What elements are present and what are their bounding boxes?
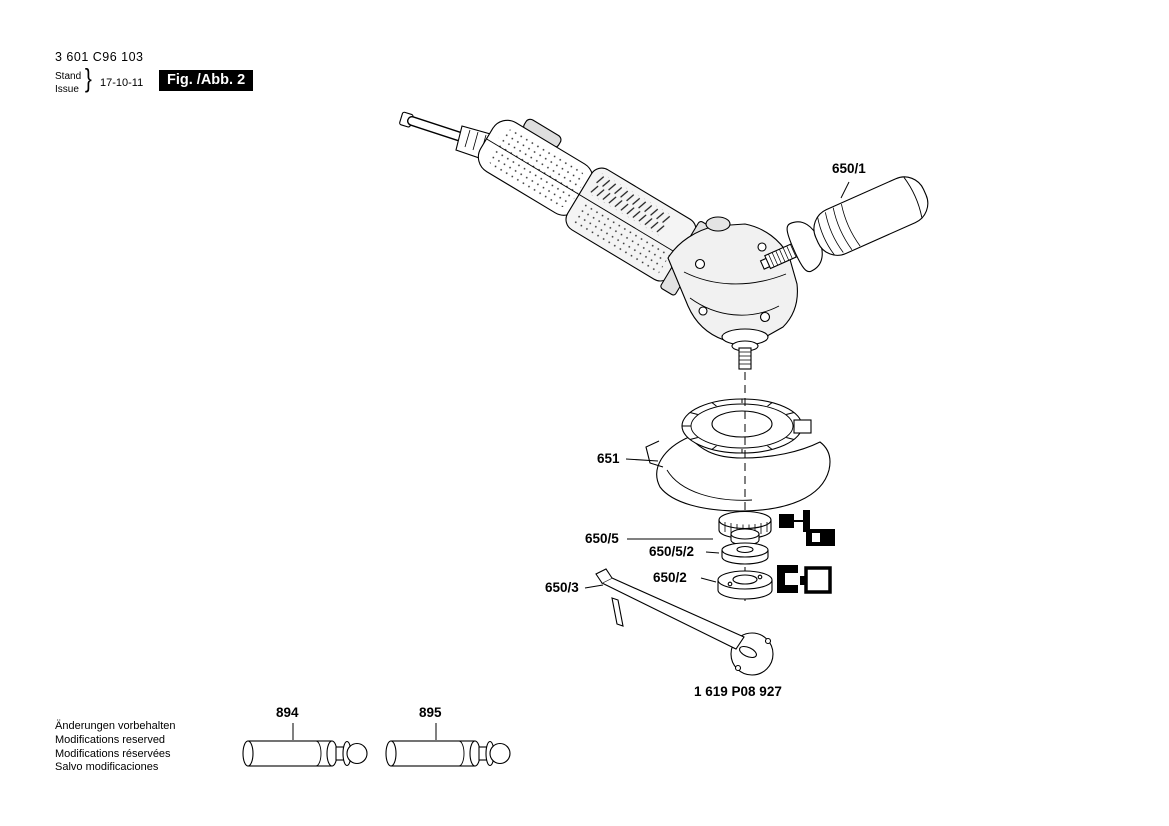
part-label-651: 651: [597, 451, 620, 466]
motor-housing: [477, 118, 714, 296]
guard-drawing: [645, 398, 831, 512]
clamping-nut-drawing: [717, 570, 773, 600]
aux-handle-drawing: [759, 176, 929, 273]
type-number: 3 601 C96 103: [55, 50, 144, 64]
part-894-drawing: [242, 740, 368, 767]
pin-spanner-drawing: [595, 568, 774, 676]
part-895-drawing: [385, 740, 511, 767]
backing-flange-drawing: [718, 510, 772, 546]
issue-date: 17-10-11: [100, 77, 144, 89]
stand-label: Stand: [55, 71, 82, 82]
mounting-pictogram-lower: [777, 565, 832, 594]
leader-650-5-2: [705, 551, 720, 554]
mounting-pictogram-upper: [779, 510, 835, 546]
leader-650-3: [584, 584, 604, 589]
leader-650-1: [840, 181, 850, 199]
footer-line-fr: Modifications réservées: [55, 747, 171, 760]
flange-washer-drawing: [721, 542, 769, 565]
spanner-order-number: 1 619 P08 927: [694, 684, 782, 699]
spanner-pin: [611, 597, 624, 627]
issue-label: Issue: [55, 84, 79, 95]
part-label-650-5-2: 650/5/2: [649, 544, 695, 559]
brace-glyph: }: [84, 63, 92, 93]
leader-lines: [292, 181, 850, 740]
footer-disclaimer: Änderungen vorbehalten Modifications res…: [55, 720, 175, 775]
footer-line-en: Modifications reserved: [55, 733, 166, 746]
footer-line-de: Änderungen vorbehalten: [55, 720, 176, 732]
gear-head: [667, 216, 798, 341]
figure-label: Fig. /Abb. 2: [159, 70, 254, 91]
leader-650-2: [700, 577, 717, 583]
part-label-894: 894: [276, 705, 299, 720]
part-label-650-3: 650/3: [545, 580, 579, 595]
part-label-650-2: 650/2: [653, 570, 687, 585]
guard-clamp-lever: [793, 419, 812, 434]
part-label-650-5: 650/5: [585, 531, 619, 546]
leader-651: [625, 458, 659, 462]
footer-line-es: Salvo modificaciones: [55, 761, 159, 774]
part-label-895: 895: [419, 705, 442, 720]
part-label-650-1: 650/1: [832, 161, 866, 176]
spindle: [721, 328, 769, 370]
spindle-lock-button: [705, 216, 731, 232]
